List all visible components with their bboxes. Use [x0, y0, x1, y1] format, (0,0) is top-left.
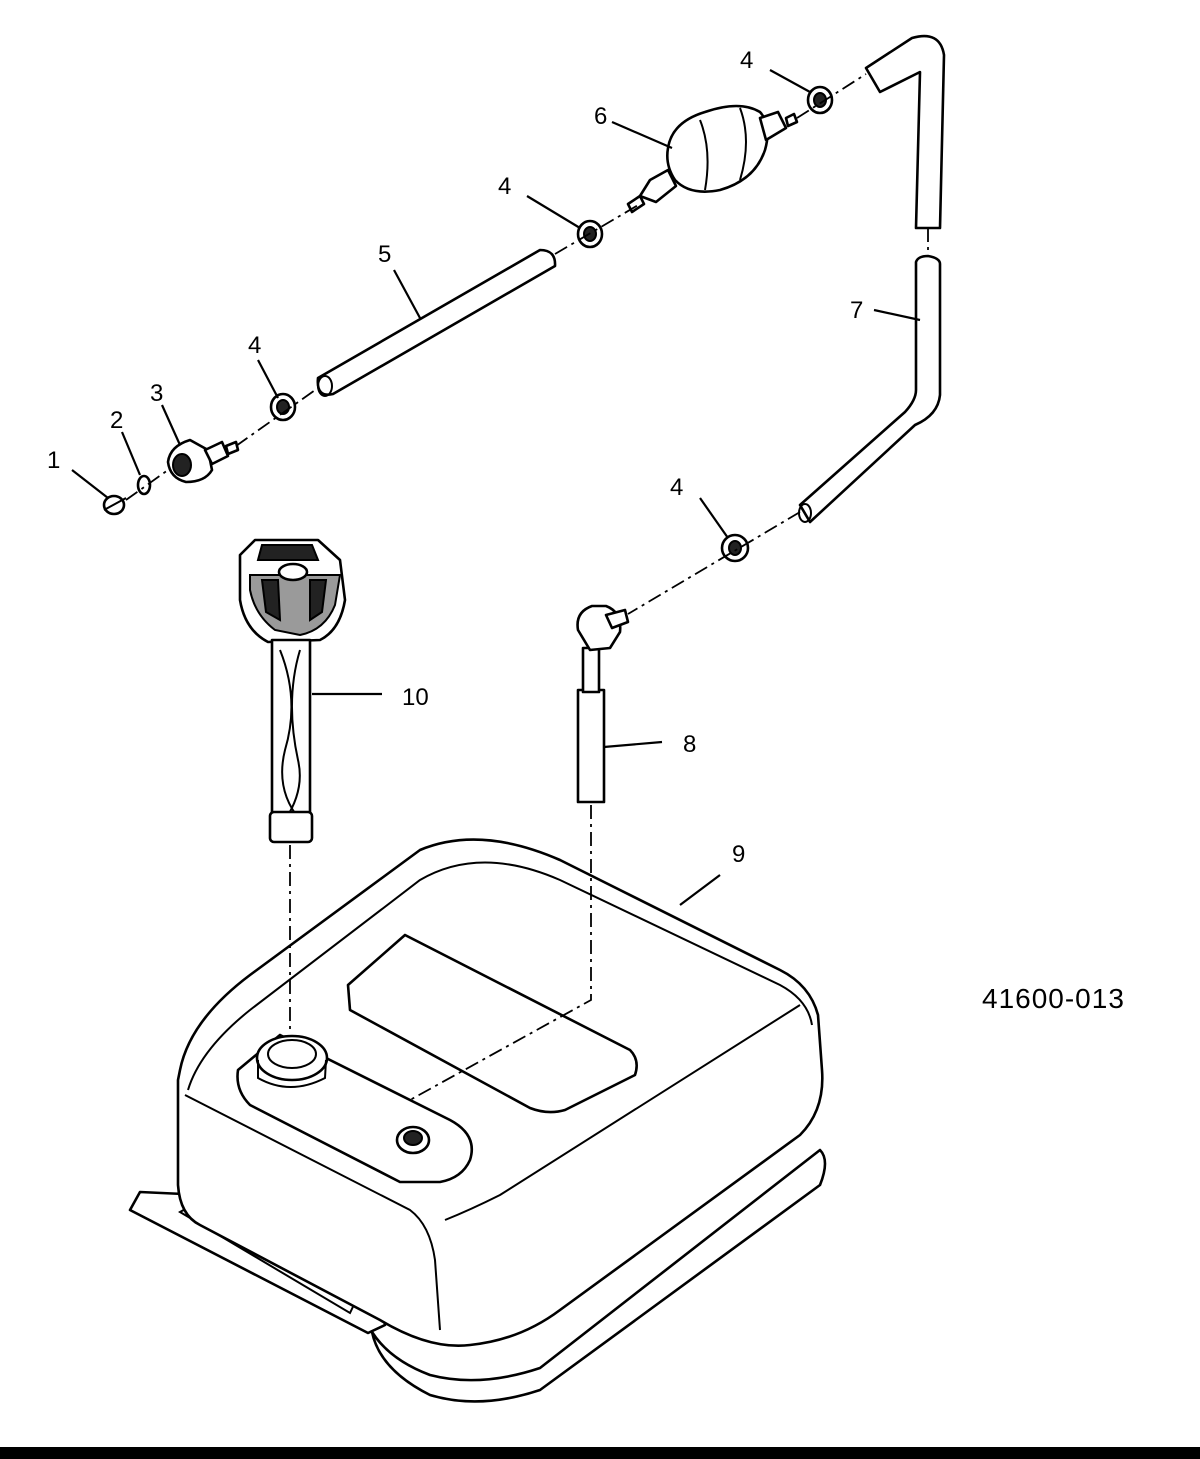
callout-2: 2 [110, 407, 123, 434]
pickup-tube-assembly [576, 604, 630, 804]
hose-clamp-4d [720, 533, 750, 563]
pickup-tube [576, 688, 606, 804]
callout-4: 4 [670, 474, 683, 501]
hose-clamp-4a [806, 85, 834, 115]
primer-bulb-body [666, 104, 769, 193]
callout-1: 1 [47, 447, 60, 474]
primer-bulb [626, 104, 799, 214]
callout-10: 10 [402, 684, 429, 711]
tank-filler-neck [255, 1034, 329, 1082]
gauge-stem-foot [268, 810, 314, 844]
callout-4: 4 [498, 173, 511, 200]
callout-8: 8 [683, 731, 696, 758]
callout-4: 4 [248, 332, 261, 359]
tank-side-edge [444, 1004, 801, 1221]
leader-lines [71, 69, 921, 906]
hose-upper-segment [864, 34, 946, 230]
callout-9: 9 [732, 841, 745, 868]
tank-top-edge [187, 861, 813, 1091]
retaining-clip [102, 494, 127, 516]
tank-front-edge [184, 1094, 441, 1331]
hose-lower-segment [798, 254, 942, 524]
hose-clamp-4c [269, 392, 297, 422]
engine-connector [166, 438, 240, 484]
tank-filler-neck-inner [267, 1039, 317, 1069]
fuel-tank [128, 838, 827, 1403]
callout-6: 6 [594, 103, 607, 130]
callout-5: 5 [378, 241, 391, 268]
assembly-center-lines [125, 73, 929, 1101]
figure-number: 41600-013 [982, 983, 1125, 1014]
fuel-gauge-assembly [238, 538, 347, 844]
fuel-hose-tank-side [798, 34, 946, 524]
gauge-stem [270, 638, 312, 827]
tank-bottom-lip [370, 1148, 827, 1403]
o-ring [136, 474, 152, 496]
callout-7: 7 [850, 297, 863, 324]
callout-3: 3 [150, 380, 163, 407]
fuel-hose-engine-side [316, 248, 557, 396]
bottom-rule [0, 1447, 1200, 1459]
tank-label-panel [346, 933, 638, 1114]
callout-4: 4 [740, 47, 753, 74]
